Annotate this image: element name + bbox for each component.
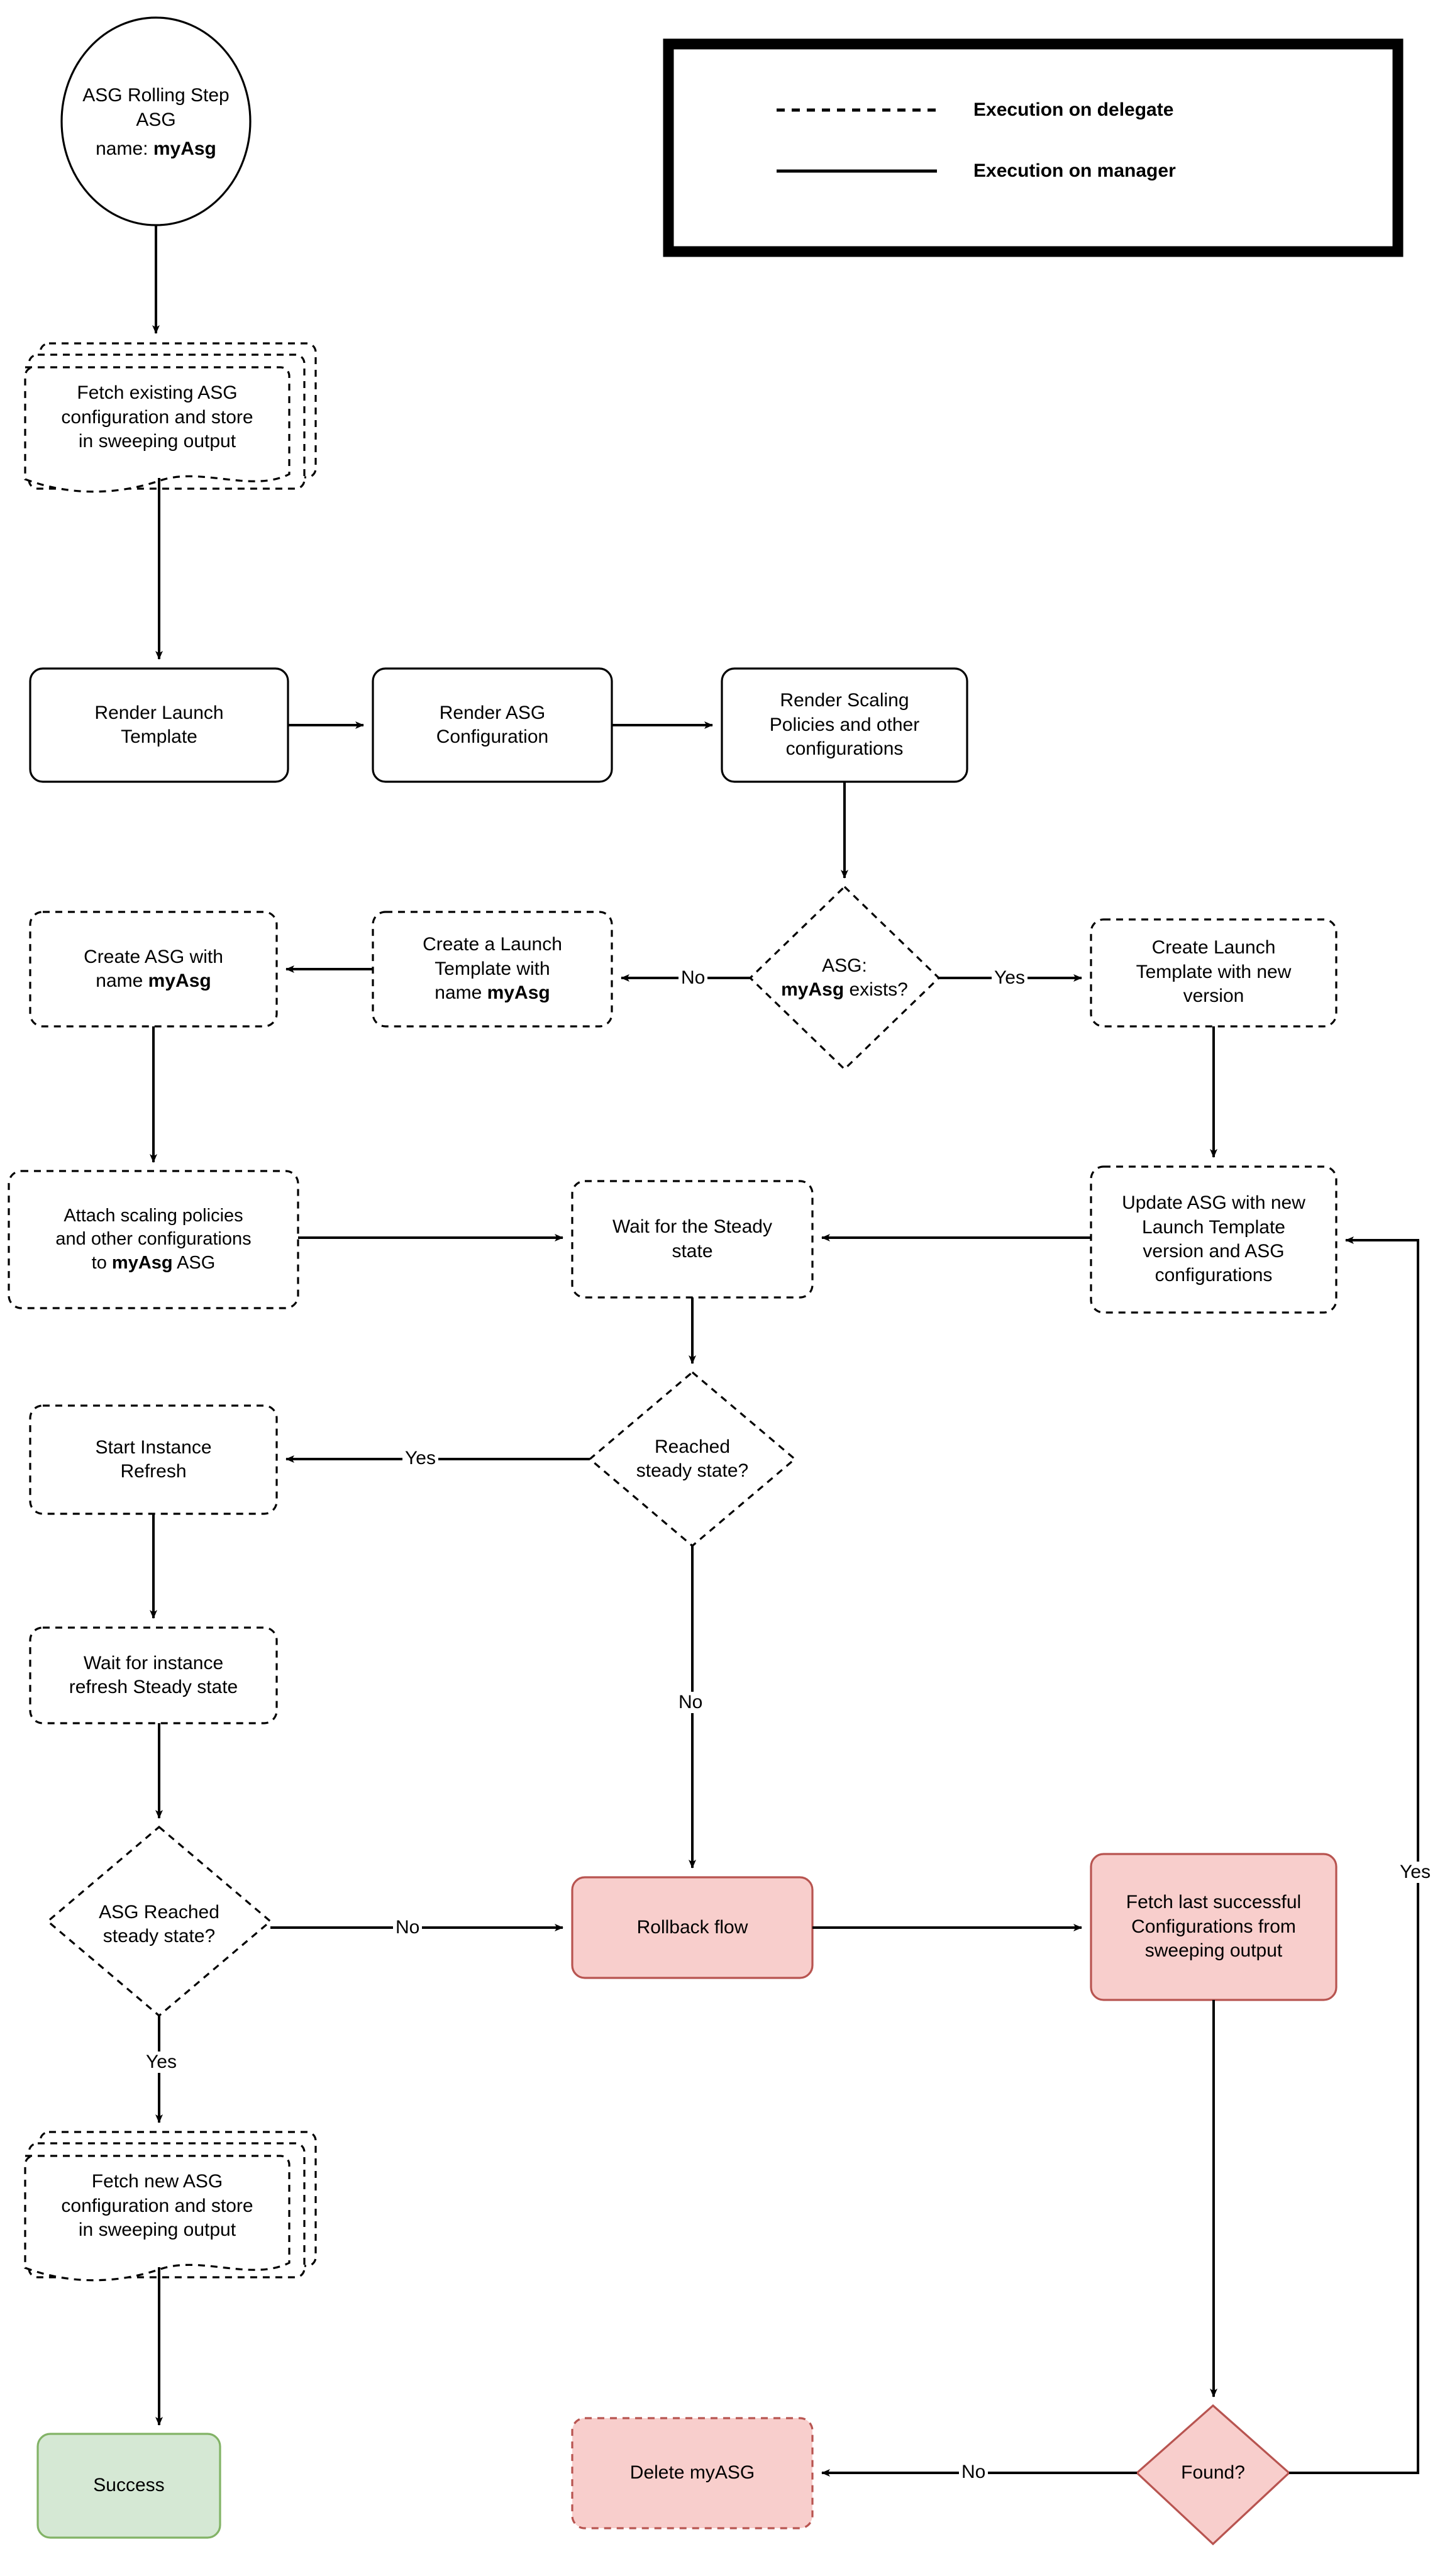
- node-label-render-lt: Render Launch Template: [94, 702, 224, 747]
- node-label-attach-policies-prefix: to: [91, 1252, 112, 1273]
- node-label-create-lt-named: Create a Launch Template with name myAsg: [373, 912, 612, 1026]
- edge-label-found-no: No: [959, 2462, 989, 2483]
- node-label-create-asg: Create ASG with name myAsg: [30, 912, 277, 1026]
- node-label-start-name-prefix: name:: [96, 138, 153, 160]
- node-label-fetch-new: Fetch new ASG configuration and store in…: [61, 2171, 253, 2241]
- node-label-wait-steady: Wait for the Steady state: [612, 1216, 772, 1262]
- edge-label-asg-exists-no: No: [678, 967, 708, 989]
- node-label-wait-refresh: Wait for instance refresh Steady state: [69, 1652, 238, 1697]
- node-label-found: Found?: [1181, 2462, 1245, 2484]
- node-label-asg-exists-line1: ASG:: [822, 955, 867, 976]
- legend-box: [663, 38, 1404, 257]
- node-label-create-asg-line2: name myAsg: [96, 969, 211, 993]
- edge-label-reached-steady-yes: Yes: [402, 1448, 438, 1469]
- node-label-start-refresh: Start Instance Refresh: [95, 1436, 212, 1482]
- node-label-start-line3: name: myAsg: [96, 137, 216, 161]
- node-label-render-scaling: Render Scaling Policies and other config…: [769, 690, 920, 760]
- node-label-asg-exists-name: myAsg: [781, 979, 845, 1000]
- node-label-fetch-existing: Fetch existing ASG configuration and sto…: [61, 382, 253, 452]
- node-label-fetch-last: Fetch last successful Configurations fro…: [1126, 1892, 1302, 1962]
- edge-label-asg-reached-no: No: [393, 1917, 423, 1938]
- edge-label-found-yes: Yes: [1397, 1862, 1433, 1883]
- node-label-create-lt-named-line3: name myAsg: [435, 981, 550, 1005]
- node-label-create-asg-line1: Create ASG with: [84, 946, 223, 967]
- node-label-attach-policies-line2: and other configurations: [55, 1229, 252, 1250]
- edge-label-asg-reached-yes: Yes: [143, 2051, 179, 2073]
- node-label-asg-exists: ASG: myAsg exists?: [750, 931, 939, 1025]
- node-label-create-lt-named-prefix: name: [435, 982, 487, 1004]
- node-label-attach-policies: Attach scaling policies and other config…: [6, 1171, 301, 1308]
- node-label-create-asg-value: myAsg: [148, 970, 211, 991]
- node-label-start-line2: ASG: [136, 109, 176, 130]
- node-label-start: ASG Rolling Step ASG name: myAsg: [62, 63, 250, 182]
- node-label-attach-policies-line1: Attach scaling policies: [64, 1206, 243, 1226]
- node-label-create-lt-named-value: myAsg: [487, 982, 550, 1004]
- node-label-create-lt-named-line1: Create a Launch: [423, 934, 562, 955]
- node-label-rollback-flow: Rollback flow: [636, 1916, 748, 1938]
- node-label-update-asg: Update ASG with new Launch Template vers…: [1122, 1192, 1305, 1286]
- node-label-asg-exists-line2: myAsg exists?: [781, 978, 908, 1002]
- node-label-asg-exists-suffix: exists?: [844, 979, 908, 1000]
- edge-label-asg-exists-yes: Yes: [992, 967, 1027, 989]
- node-label-create-lt-named-line2: Template with: [435, 958, 550, 979]
- node-label-success: Success: [93, 2475, 165, 2496]
- legend-manager-label: Execution on manager: [973, 160, 1176, 181]
- node-label-attach-policies-suffix: ASG: [172, 1252, 216, 1273]
- node-label-attach-policies-line3: to myAsg ASG: [92, 1252, 216, 1275]
- node-label-start-line1: ASG Rolling Step: [82, 85, 230, 106]
- node-label-delete-myasg: Delete myASG: [629, 2462, 755, 2484]
- node-label-create-lt-newver: Create Launch Template with new version: [1136, 937, 1292, 1007]
- node-label-reached-steady: Reached steady state?: [636, 1436, 749, 1481]
- node-label-render-asg: Render ASG Configuration: [436, 702, 549, 747]
- node-label-attach-policies-value: myAsg: [111, 1252, 173, 1273]
- node-label-asg-reached: ASG Reached steady state?: [99, 1901, 219, 1946]
- edge-label-reached-steady-no: No: [676, 1692, 706, 1713]
- node-label-start-name-value: myAsg: [153, 138, 216, 160]
- node-label-create-asg-prefix: name: [96, 970, 148, 991]
- legend-delegate-label: Execution on delegate: [973, 99, 1174, 120]
